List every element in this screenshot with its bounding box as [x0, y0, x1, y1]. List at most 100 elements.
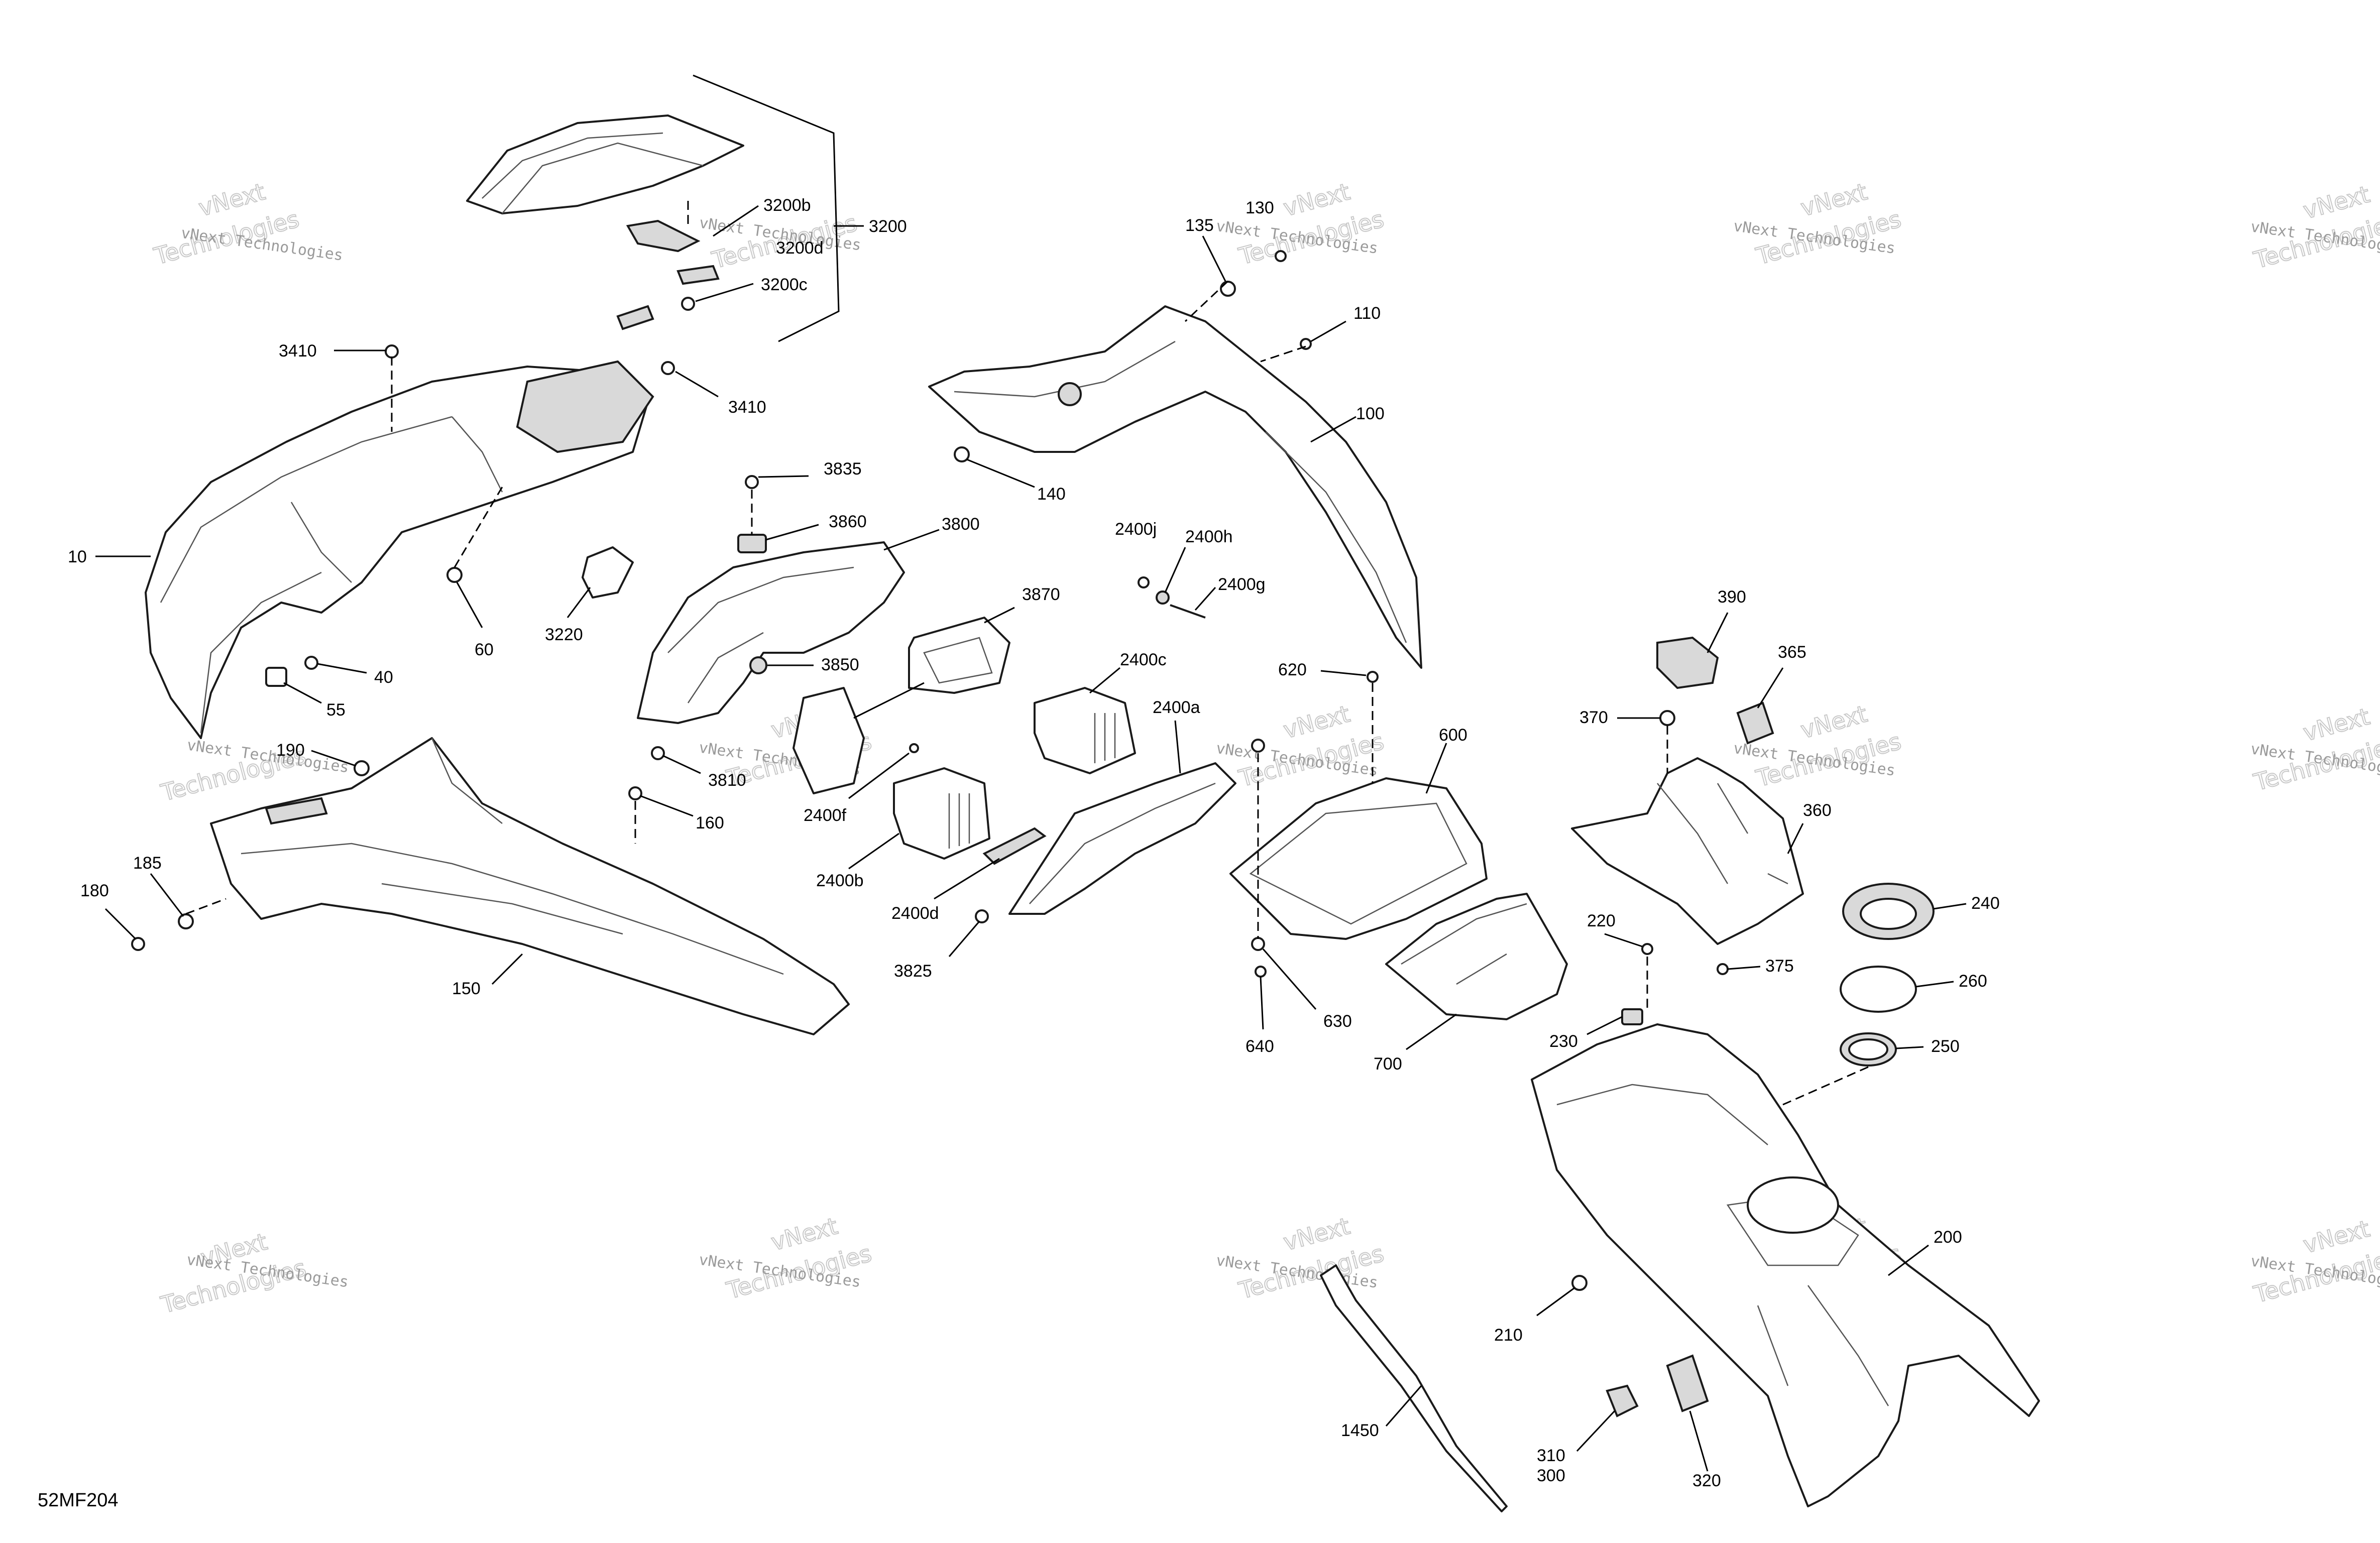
screw-220: [1641, 943, 1653, 955]
screw-3410a: [385, 344, 399, 359]
parts: [131, 114, 2040, 1512]
leader-100: [1310, 416, 1356, 443]
callout-3200b: 3200b: [763, 196, 811, 215]
callout-160: 160: [696, 813, 724, 833]
leader-135: [1202, 235, 1226, 282]
leader-240: [1933, 903, 1967, 910]
callout-3870: 3870: [1022, 585, 1060, 604]
leader-360: [1787, 823, 1804, 854]
badge-310: [1606, 1384, 1639, 1417]
callout-230: 230: [1549, 1032, 1578, 1051]
washer-60: [446, 567, 463, 583]
callout-300: 300: [1537, 1466, 1565, 1485]
washer-2400j: [1138, 576, 1150, 588]
callout-labels: 3200b 3200d 3200 3200c 3410 3410 10 60 3…: [68, 196, 2000, 1490]
watermark: vNext Technologies vNext Technologies: [2249, 702, 2380, 797]
leader-640: [1260, 976, 1264, 1030]
leader-260: [1915, 981, 1954, 988]
align-line-12: [185, 898, 226, 915]
leader-2400c: [1089, 667, 1120, 694]
clip-230: [1621, 1008, 1643, 1025]
clip-140: [954, 446, 970, 462]
callout-3835: 3835: [824, 459, 862, 479]
clip-190: [354, 760, 370, 776]
callout-10: 10: [68, 547, 87, 566]
front-fairing-10: [145, 366, 649, 739]
tray-600: [1229, 777, 1488, 940]
module-2400b-fins: [948, 793, 970, 849]
leader-140: [966, 458, 1035, 488]
screw-375: [1717, 963, 1729, 975]
leader-220: [1604, 933, 1643, 947]
callout-3410a: 3410: [279, 341, 317, 361]
watermark: vNext Technologies vNext Technologies: [1215, 177, 1387, 270]
leader-2400f: [848, 752, 910, 799]
leader-230: [1586, 1016, 1623, 1035]
bolt-2400g: [1170, 604, 1206, 619]
callout-2400b: 2400b: [816, 871, 864, 890]
watermarks: vNext Technologies vNext Technologies Te…: [151, 177, 2380, 1319]
leader-150: [491, 953, 523, 985]
housing-stand: [792, 687, 865, 794]
callout-375: 375: [1765, 957, 1794, 976]
leader-3200b: [713, 205, 759, 237]
tag-365: [1736, 701, 1774, 745]
leader-375: [1727, 966, 1761, 970]
callout-2400h: 2400h: [1185, 527, 1233, 546]
callout-180: 180: [80, 881, 109, 900]
seat-screw-3200c: [681, 297, 695, 311]
housing-detail: [923, 637, 993, 684]
watermark: vNext Technologies vNext Technologies: [1732, 177, 1904, 270]
callout-190: 190: [276, 741, 305, 760]
seat-cushion-3200: [466, 114, 744, 214]
callout-2400f: 2400f: [804, 806, 847, 825]
leader-3200c: [695, 283, 754, 302]
label-320: [1666, 1354, 1709, 1412]
callout-390: 390: [1718, 587, 1746, 607]
leader-110: [1310, 320, 1346, 342]
leader-180: [104, 908, 137, 940]
cover-700-detail: [1401, 903, 1527, 985]
leader-250: [1895, 1046, 1924, 1049]
leader-390: [1707, 612, 1729, 653]
washer-630: [1251, 937, 1265, 951]
leader-40: [317, 663, 367, 674]
callout-100: 100: [1356, 404, 1385, 423]
watermark: vNext Technologies vNext Technologies: [157, 1227, 350, 1319]
nut-2400h: [1156, 590, 1170, 605]
washer-185: [178, 913, 194, 929]
leader-210: [1536, 1287, 1575, 1317]
callout-40: 40: [374, 668, 393, 687]
callout-2400a: 2400a: [1153, 698, 1200, 717]
bracket-3200: [693, 74, 840, 342]
leader-3860: [765, 524, 819, 541]
leader-2400b: [848, 833, 899, 870]
callout-600: 600: [1439, 726, 1467, 745]
callout-3825: 3825: [894, 962, 932, 981]
watermark: vNext Technologies vNext Technologies: [151, 177, 344, 270]
housing-rod: [853, 682, 925, 719]
leader-320: [1689, 1410, 1709, 1472]
leader-1450: [1385, 1385, 1422, 1427]
leader-55: [283, 682, 322, 704]
nut-160: [628, 786, 642, 800]
strap-1450: [1320, 1264, 1508, 1512]
callout-2400d: 2400d: [891, 904, 939, 923]
leader-3870: [984, 607, 1015, 624]
screw-110: [1300, 338, 1312, 350]
screw-3825: [975, 909, 989, 923]
callout-185: 185: [133, 854, 162, 873]
callout-135: 135: [1185, 216, 1214, 235]
callout-3200c: 3200c: [761, 275, 808, 294]
callout-200: 200: [1934, 1228, 1962, 1247]
align-line-3: [454, 487, 503, 568]
front-fairing-detail: [160, 416, 503, 734]
seat-latch-3200d: [676, 265, 720, 285]
screw-620: [1367, 671, 1379, 683]
callout-220: 220: [1587, 911, 1616, 930]
leader-3410b: [675, 371, 719, 398]
housing-3870: [908, 617, 1010, 694]
leader-3825: [948, 921, 980, 957]
screw-640: [1255, 966, 1267, 978]
align-line-11: [1782, 1066, 1869, 1106]
